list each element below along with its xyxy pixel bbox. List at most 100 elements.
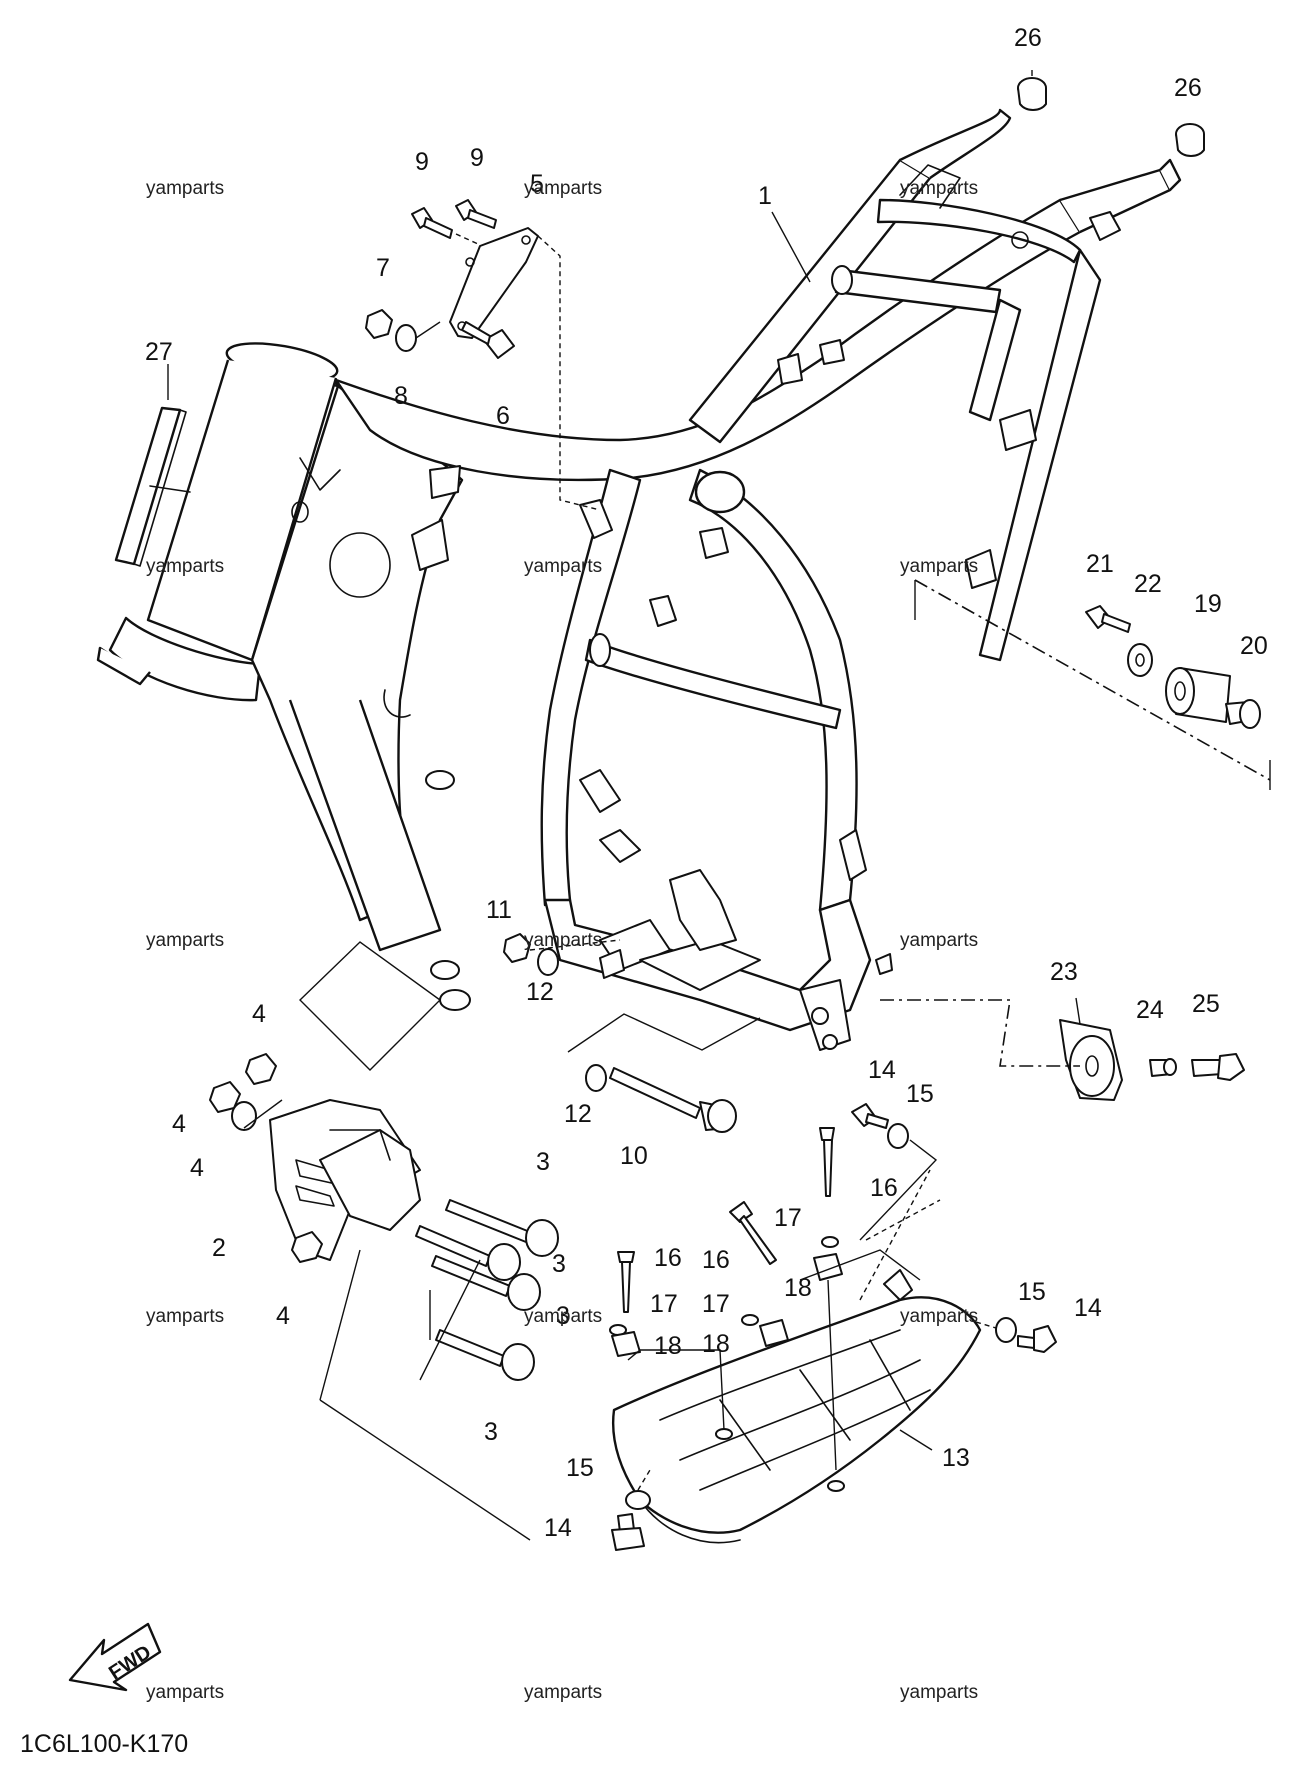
part-16-pin-mid — [729, 1201, 777, 1265]
callout-17b: 17 — [650, 1290, 678, 1318]
callout-24: 24 — [1136, 996, 1164, 1024]
callout-21: 21 — [1086, 550, 1114, 578]
part-14-bolt-upper — [851, 1103, 889, 1129]
callout-22: 22 — [1134, 570, 1162, 598]
part-26-cap-right — [1175, 123, 1205, 157]
part-5-bracket — [449, 227, 539, 339]
diagram-code: 1C6L100-K170 — [20, 1730, 188, 1758]
part-17-washer-right — [821, 1236, 839, 1248]
part-23-bushing — [1059, 1019, 1123, 1101]
callout-4b: 4 — [172, 1110, 186, 1138]
callout-18b: 18 — [654, 1332, 682, 1360]
part-10-pivot-bolt — [609, 1067, 737, 1133]
callout-25: 25 — [1192, 990, 1220, 1018]
part-4-nut-top — [245, 1053, 277, 1085]
callout-4c: 4 — [190, 1154, 204, 1182]
lead-13 — [899, 1429, 933, 1451]
watermarks: yamparts yamparts yamparts yamparts yamp… — [146, 178, 978, 1703]
dashed-line-skid-mount — [859, 1169, 941, 1301]
callout-3a: 3 — [536, 1148, 550, 1176]
callout-5: 5 — [530, 170, 544, 198]
callout-17c: 17 — [702, 1290, 730, 1318]
bracket-line-19-20 — [914, 580, 1271, 790]
part-9-bolt-left — [411, 207, 479, 245]
part-22-washer — [1127, 643, 1153, 677]
callout-9a: 9 — [415, 148, 429, 176]
part-25-bolt — [1191, 1053, 1245, 1081]
fwd-arrow-icon: FWD — [68, 1622, 162, 1692]
callout-18c: 18 — [702, 1330, 730, 1358]
watermark-13: yamparts — [146, 1682, 224, 1703]
part-14-bolt-lower — [611, 1513, 645, 1551]
callout-3d: 3 — [484, 1418, 498, 1446]
part-19-collar — [1165, 667, 1231, 723]
watermark-4: yamparts — [146, 556, 224, 577]
part-12-washer-lower — [585, 1064, 607, 1092]
part-3-bolt-1 — [445, 1199, 559, 1257]
part-20-bolt — [1225, 699, 1261, 729]
part-4-washer — [231, 1101, 257, 1131]
part-2b-engine-bracket-inner — [319, 1129, 421, 1231]
callout-23: 23 — [1050, 958, 1078, 986]
watermark-15: yamparts — [900, 1682, 978, 1703]
callout-20: 20 — [1240, 632, 1268, 660]
part-16-pin-left — [617, 1251, 635, 1313]
dashed-line-14-15-lower — [637, 1469, 651, 1491]
callout-3c: 3 — [556, 1302, 570, 1330]
part-18-clip-left — [611, 1331, 641, 1357]
watermark-3: yamparts — [900, 178, 978, 199]
callout-14b: 14 — [1074, 1294, 1102, 1322]
watermark-14: yamparts — [524, 1682, 602, 1703]
part-7-nut — [365, 309, 393, 339]
callout-16a: 16 — [870, 1174, 898, 1202]
part-3-bolt-2 — [415, 1225, 521, 1281]
callout-9b: 9 — [470, 144, 484, 172]
watermark-7: yamparts — [146, 930, 224, 951]
callout-26a: 26 — [1014, 24, 1042, 52]
callout-16c: 16 — [702, 1246, 730, 1274]
lead-1 — [771, 211, 811, 283]
part-16-pin-right — [819, 1127, 835, 1197]
part-14-bolt-right — [1017, 1325, 1057, 1353]
dashed-line-14-15-right — [975, 1321, 997, 1329]
callout-4d: 4 — [276, 1302, 290, 1330]
lead-23 — [1075, 997, 1081, 1025]
watermark-12: yamparts — [900, 1306, 978, 1327]
watermark-9: yamparts — [900, 930, 978, 951]
watermark-5: yamparts — [524, 556, 602, 577]
assembly-line-23 — [880, 999, 1080, 1067]
part-6-bolt — [461, 321, 515, 359]
bracket-line-lower-mount — [319, 1249, 531, 1541]
watermark-1: yamparts — [146, 178, 224, 199]
bracket-line-14-15-upper — [859, 1139, 938, 1241]
lead-lines-skid-fasteners — [627, 1249, 921, 1471]
part-17-washer-mid — [741, 1314, 759, 1326]
part-12-washer-upper — [537, 948, 559, 976]
callout-14c: 14 — [544, 1514, 572, 1542]
callouts: 26 26 9 9 5 1 7 27 8 6 21 22 19 20 11 23… — [145, 24, 1268, 1542]
callout-7: 7 — [376, 254, 390, 282]
part-9-bolt-right — [455, 199, 497, 229]
part-3-bolt-3 — [431, 1255, 541, 1311]
callout-26b: 26 — [1174, 74, 1202, 102]
callout-19: 19 — [1194, 590, 1222, 618]
callout-14a: 14 — [868, 1056, 896, 1084]
callout-12b: 12 — [564, 1100, 592, 1128]
part-15-washer-lower — [625, 1490, 651, 1510]
part-15-washer-upper — [887, 1123, 909, 1149]
callout-15a: 15 — [906, 1080, 934, 1108]
callout-13: 13 — [942, 1444, 970, 1472]
part-18-clip-mid — [759, 1319, 789, 1347]
part-15-washer-right — [995, 1317, 1017, 1343]
callout-18a: 18 — [784, 1274, 812, 1302]
assembly-line-11-12 — [529, 939, 621, 951]
callout-2: 2 — [212, 1234, 226, 1262]
watermark-8: yamparts — [524, 930, 602, 951]
part-4-nut-bottom — [291, 1231, 323, 1263]
callout-4a: 4 — [252, 1000, 266, 1028]
watermark-11: yamparts — [524, 1306, 602, 1327]
part-8-washer — [395, 321, 441, 352]
callout-1: 1 — [758, 182, 772, 210]
callout-16b: 16 — [654, 1244, 682, 1272]
callout-10: 10 — [620, 1142, 648, 1170]
